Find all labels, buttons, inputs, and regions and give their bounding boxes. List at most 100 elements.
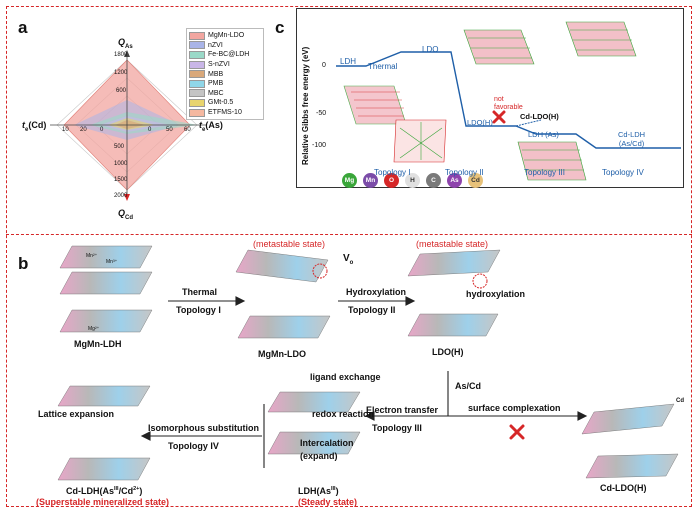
energy-path: [336, 51, 681, 149]
hydroxylation-circle: [472, 273, 488, 289]
ldh-as-label: LDH(AsIII): [298, 486, 339, 496]
mgmn-ldh-label: MgMn-LDH: [74, 339, 122, 349]
slab-mgmn-ldo-2: [237, 315, 331, 339]
tick-left-1: 20: [80, 127, 87, 133]
state-ldoh: LDO(H): [467, 118, 493, 127]
ldoh-label: LDO(H): [432, 347, 464, 357]
legend-swatch: [189, 98, 205, 107]
state-cd-ldoh: Cd-LDO(H): [520, 112, 559, 121]
tick-top-2: 600: [116, 88, 127, 94]
topology-3-arrow-label: Topology III: [372, 423, 422, 433]
superstable-label: (Superstable mineralized state): [36, 497, 170, 507]
slab-cd-ldh-1: [57, 385, 151, 407]
ytick-100: -100: [312, 142, 327, 149]
legend-swatch: [189, 31, 205, 40]
legend-item: Fe-BC@LDH: [189, 50, 261, 60]
energy-branch: [515, 119, 542, 127]
legend-label: ETFMS-10: [208, 109, 242, 117]
ligand-exchange-label: ligand exchange: [310, 372, 381, 382]
atom-o-icon: O: [384, 173, 399, 188]
energy-profile: [336, 21, 681, 181]
panel-b-letter: b: [18, 254, 29, 273]
radar-chart: [50, 50, 206, 201]
panel-divider: [6, 234, 692, 235]
slab-ldoh-2: [407, 313, 499, 337]
legend-swatch: [189, 79, 205, 88]
topology-label-4: Topology IV: [602, 168, 644, 177]
legend-swatch: [189, 108, 205, 117]
axis-bottom-label: QCd: [118, 208, 134, 221]
atom-mg-icon: Mg: [342, 173, 357, 188]
slab-cd-ldh-2: [57, 457, 151, 481]
axis-right-label: te(As): [199, 120, 223, 133]
tick-top-1: 1200: [114, 70, 128, 76]
topology-label-3: Topology III: [524, 168, 565, 177]
mg2-label: Mg²⁺: [88, 326, 100, 332]
slab-mgmn-ldh-1: [59, 245, 153, 269]
legend-label: PMB: [208, 80, 224, 88]
not-favorable-cross: [492, 110, 506, 124]
energy-plot-frame: [296, 8, 684, 188]
axis-top-arrow: [124, 50, 130, 57]
metastable-label-1: (metastable state): [253, 239, 326, 249]
intercalation-label: Intercalation: [300, 438, 354, 448]
legend-label: nZVI: [208, 41, 223, 49]
legend-label: GMt-0.5: [208, 99, 234, 107]
atom-h-icon: H: [405, 173, 420, 188]
series-mbb: [115, 120, 145, 129]
legend-label: Fe-BC@LDH: [208, 51, 250, 59]
ytick-0: 0: [322, 62, 326, 69]
topology-label-2: Topology II: [445, 168, 484, 177]
legend-item: PMB: [189, 79, 261, 89]
electron-transfer-label: Electron transfer: [366, 405, 439, 415]
thermal-arrow-label: Thermal: [182, 287, 218, 297]
slab-ldh-as-2: [267, 431, 361, 455]
legend-swatch: [189, 89, 205, 98]
state-ldo: LDO: [422, 45, 439, 54]
legend-swatch: [189, 70, 205, 79]
topology-4-arrow-label: Topology IV: [168, 441, 219, 451]
topology-label-1: Topology I: [374, 168, 411, 177]
legend-item: MBB: [189, 69, 261, 79]
legend-label: MgMn-LDO: [208, 32, 245, 40]
axis-left-label: te(Cd): [22, 120, 47, 133]
legend-swatch: [189, 41, 205, 50]
isomorphous-label: Isomorphous substitution: [148, 423, 259, 433]
slab-mgmn-ldo-1: [235, 249, 329, 283]
legend-label: S-nZVI: [208, 61, 230, 69]
structure-cd-ldoh: [565, 21, 637, 57]
slab-ldh-as-1: [267, 391, 361, 413]
mn3-label: Mn³⁺: [106, 259, 118, 265]
panel-c-letter: c: [275, 18, 285, 37]
tick-bottom-3: 2000: [114, 193, 128, 199]
panel-b-structures: [57, 245, 679, 481]
slab-cd-ldoh-2: [585, 453, 679, 479]
tick-right-2: 60: [184, 127, 191, 133]
cd-ldoh-label: Cd-LDO(H): [600, 483, 647, 493]
atom-cd-icon: Cd: [468, 173, 483, 188]
atom-c-icon: C: [426, 173, 441, 188]
panel-a-letter: a: [18, 18, 28, 37]
tick-bottom-1: 1000: [114, 161, 128, 167]
legend-item: GMt-0.5: [189, 98, 261, 108]
outer-frame: [6, 6, 692, 507]
legend-swatch: [189, 50, 205, 59]
structure-ldoh: [393, 119, 447, 163]
as-cd-label: As/Cd: [455, 381, 482, 391]
state-ldh-as: LDH (As): [528, 130, 559, 139]
legend-item: nZVI: [189, 41, 261, 51]
state-thermal: Thermal: [368, 62, 398, 71]
hydroxylation-arrow-label: Hydroxylation: [346, 287, 407, 297]
state-ldh: LDH: [340, 57, 357, 66]
topology-2-arrow-label: Topology II: [348, 305, 396, 315]
ytick-50: -50: [316, 110, 327, 117]
slab-mgmn-ldh-2: [59, 271, 153, 295]
structure-cd-ldh: [517, 141, 587, 181]
surface-complexation-label: surface complexation: [468, 403, 561, 413]
mgmn-ldo-label: MgMn-LDO: [258, 349, 306, 359]
expand-label: (expand): [300, 451, 338, 461]
slab-ldoh-1: [407, 249, 501, 277]
